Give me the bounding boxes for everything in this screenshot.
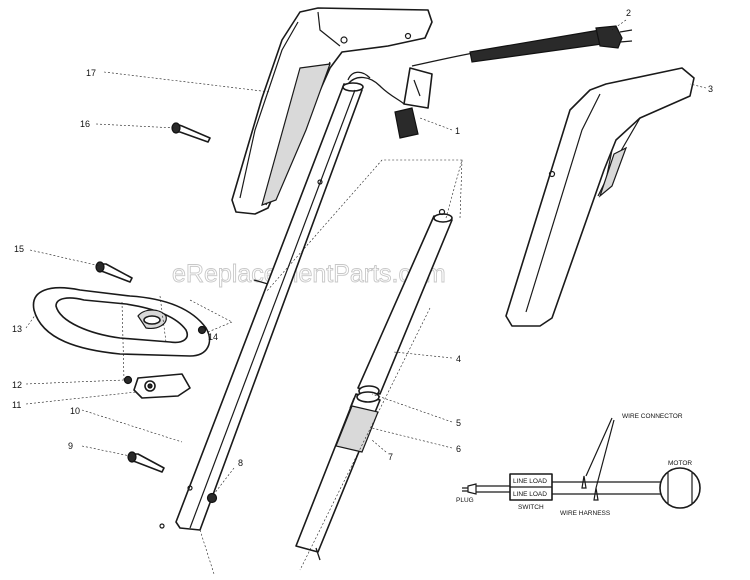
handle-half-left [231, 7, 433, 215]
main-tube [159, 82, 364, 531]
plug-label: PLUG [456, 497, 474, 504]
switch [347, 67, 433, 139]
switch-label: SWITCH [518, 504, 544, 511]
callout-9: 9 [68, 441, 73, 451]
callout-16: 16 [80, 119, 90, 129]
handle-half-right [505, 67, 695, 327]
callout-17: 17 [86, 68, 96, 78]
callout-5: 5 [456, 418, 461, 428]
motor-label: MOTOR [668, 460, 692, 467]
callout-14: 14 [208, 332, 218, 342]
screw-9 [127, 451, 165, 473]
callout-15: 15 [14, 244, 24, 254]
callout-4: 4 [456, 354, 461, 364]
extension-tube-lower [295, 391, 381, 561]
watermark: eReplacementParts.com [172, 260, 446, 288]
callout-6: 6 [456, 444, 461, 454]
callout-1: 1 [455, 126, 460, 136]
wiring-schematic: PLUG LINE LOAD LINE LOAD SWITCH WIRE HAR… [456, 413, 701, 517]
switch-bottom-label: LINE LOAD [513, 491, 547, 498]
callout-2: 2 [626, 8, 631, 18]
callout-7: 7 [388, 452, 393, 462]
wire-connector-label: WIRE CONNECTOR [622, 413, 683, 420]
switch-top-label: LINE LOAD [513, 478, 547, 485]
extension-tube-upper [357, 208, 453, 397]
nut [197, 325, 207, 335]
callout-11: 11 [12, 400, 21, 410]
callout-8: 8 [238, 458, 243, 468]
callout-12: 12 [12, 380, 22, 390]
callout-labels: 1 2 3 4 5 6 7 8 9 10 11 12 13 14 15 16 1… [12, 8, 713, 468]
handle-bracket [123, 373, 191, 399]
loop-handle [32, 287, 211, 357]
callout-13: 13 [12, 324, 22, 334]
screw-15 [95, 261, 133, 283]
wire-harness-label: WIRE HARNESS [560, 510, 611, 517]
leader-lines [25, 19, 707, 575]
callout-10: 10 [70, 406, 80, 416]
callout-3: 3 [708, 84, 713, 94]
nut-8 [206, 492, 218, 504]
power-cord [411, 25, 633, 67]
screw-16 [171, 122, 211, 143]
